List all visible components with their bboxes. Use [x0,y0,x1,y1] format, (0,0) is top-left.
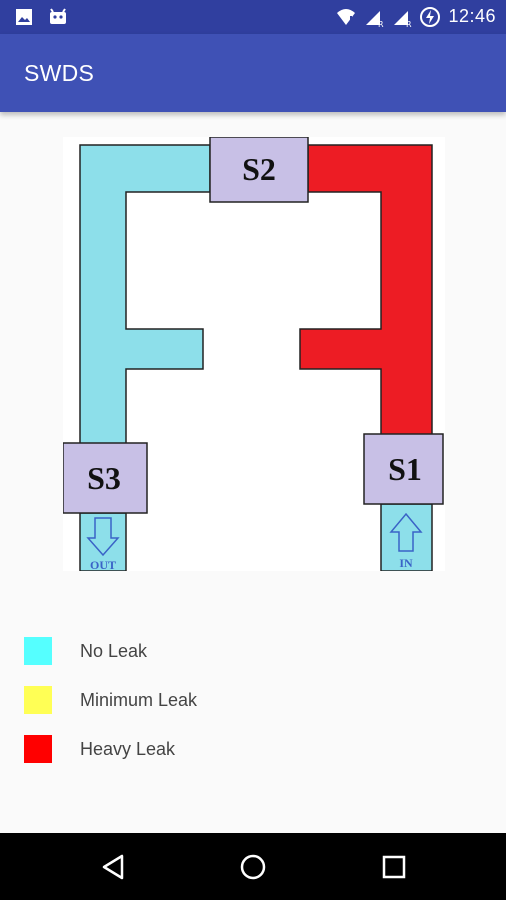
home-icon[interactable] [237,851,269,883]
outlet-pipe [79,512,127,571]
sensor-s1-label: S1 [388,451,422,487]
wifi-icon [337,8,356,25]
legend-label: Heavy Leak [80,739,176,759]
svg-text:R: R [378,20,384,27]
signal-r2-icon: R [394,10,412,27]
inlet-arrow-icon [389,512,423,552]
android-icon [50,8,66,24]
image-icon [16,9,32,25]
recents-icon[interactable] [378,851,410,883]
outlet-label: OUT [90,558,116,571]
sensor-s2-label: S2 [242,151,276,187]
inlet-label: IN [399,556,413,570]
sensor-s1[interactable]: S1 [363,433,444,505]
legend-swatch [24,637,52,665]
right-pipe-branch [299,144,433,436]
sensor-s3-label: S3 [87,460,121,496]
status-bar: R R 12:46 [0,0,506,34]
legend-label: Minimum Leak [80,690,198,710]
legend-item-no-leak: No Leak [24,637,324,665]
left-pipe-branch [79,144,211,446]
app-title: SWDS [24,60,95,86]
sensor-s3[interactable]: S3 [63,442,148,514]
app-bar: SWDS [0,34,506,112]
back-icon[interactable] [98,851,130,883]
outlet-arrow-icon [86,517,120,557]
legend-swatch [24,686,52,714]
pipe-network-diagram: OUT IN S2 S3 S1 [63,137,445,571]
battery-charging-icon [420,6,441,27]
legend-swatch [24,735,52,763]
signal-r-icon: R [366,10,384,27]
legend-label: No Leak [80,641,148,661]
legend-item-minimum-leak: Minimum Leak [24,686,324,714]
status-time: 12:46 [448,6,496,26]
legend-item-heavy-leak: Heavy Leak [24,735,324,763]
svg-text:R: R [406,20,412,27]
sensor-s2[interactable]: S2 [209,137,309,203]
navigation-bar [0,833,506,900]
